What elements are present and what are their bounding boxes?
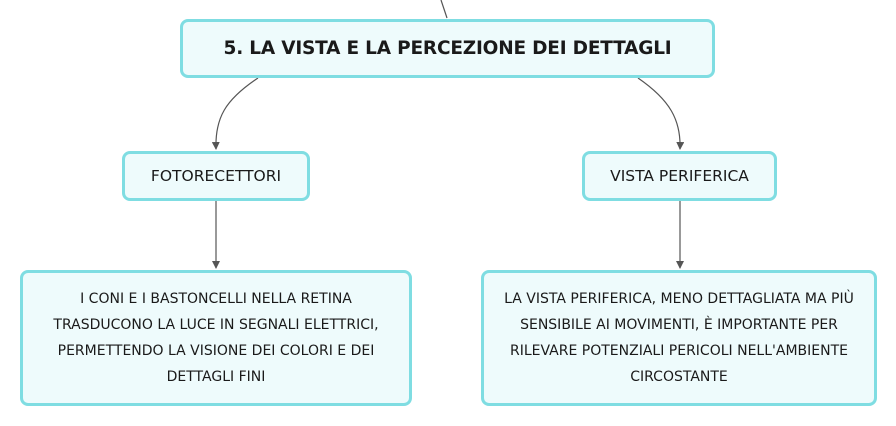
detail-node-vista-periferica[interactable]: LA VISTA PERIFERICA, MENO DETTAGLIATA MA… <box>481 270 877 406</box>
central-topic-node[interactable]: 5. LA VISTA E LA PERCEZIONE DEI DETTAGLI <box>180 19 715 78</box>
branch-label-fotorecettori: FOTORECETTORI <box>150 167 282 185</box>
connector-from-parent <box>440 0 448 19</box>
connector-central-to-periferica <box>637 77 685 150</box>
detail-node-fotorecettori[interactable]: I CONI E I BASTONCELLI NELLA RETINA TRAS… <box>20 270 412 406</box>
detail-text-vista-periferica: LA VISTA PERIFERICA, MENO DETTAGLIATA MA… <box>504 291 854 385</box>
central-topic-label: 5. LA VISTA E LA PERCEZIONE DEI DETTAGLI <box>223 38 672 59</box>
branch-label-vista-periferica: VISTA PERIFERICA <box>610 167 749 185</box>
detail-text-fotorecettori: I CONI E I BASTONCELLI NELLA RETINA TRAS… <box>53 291 379 385</box>
branch-node-fotorecettori[interactable]: FOTORECETTORI <box>122 151 310 201</box>
connector-central-to-fotorecettori <box>211 77 259 150</box>
branch-node-vista-periferica[interactable]: VISTA PERIFERICA <box>582 151 777 201</box>
